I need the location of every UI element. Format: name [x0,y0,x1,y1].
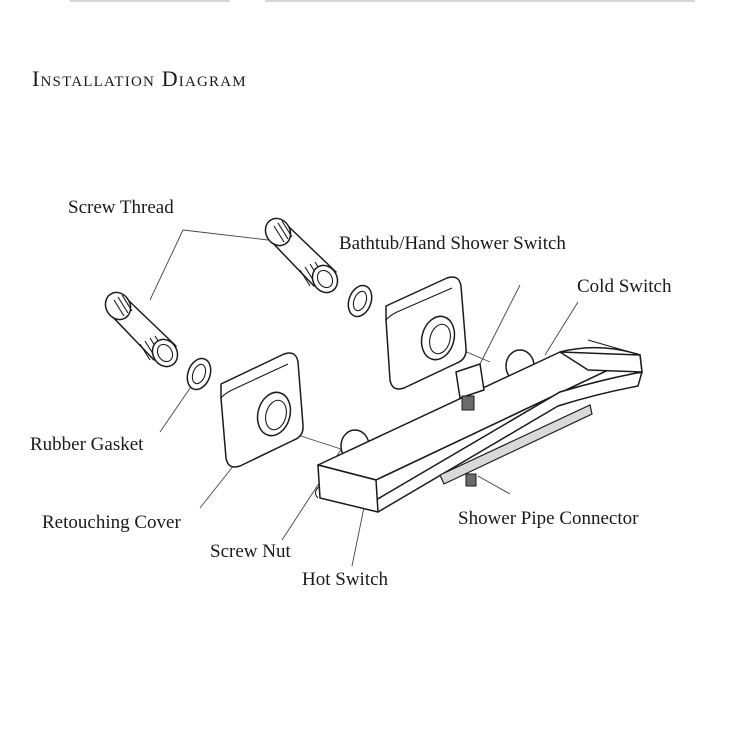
right-retouching-cover [385,276,467,390]
left-retouching-cover [220,352,304,468]
page-title: Installation Diagram [32,66,247,91]
label-rubber-gasket: Rubber Gasket [30,434,144,455]
top-divider-left [70,0,230,2]
faucet-body [314,339,643,513]
label-hot-switch: Hot Switch [302,569,389,590]
top-divider-right [265,0,695,2]
label-screw-thread: Screw Thread [68,197,174,218]
label-shower-pipe-connector: Shower Pipe Connector [458,508,639,529]
right-rubber-gasket [347,284,373,318]
label-cold-switch: Cold Switch [577,276,672,297]
left-screw-thread [104,291,179,368]
label-screw-nut: Screw Nut [210,541,291,562]
left-rubber-gasket [186,357,212,391]
label-retouching-cover: Retouching Cover [42,512,181,533]
label-bathtub-switch: Bathtub/Hand Shower Switch [339,233,566,254]
right-screw-thread [264,217,339,294]
